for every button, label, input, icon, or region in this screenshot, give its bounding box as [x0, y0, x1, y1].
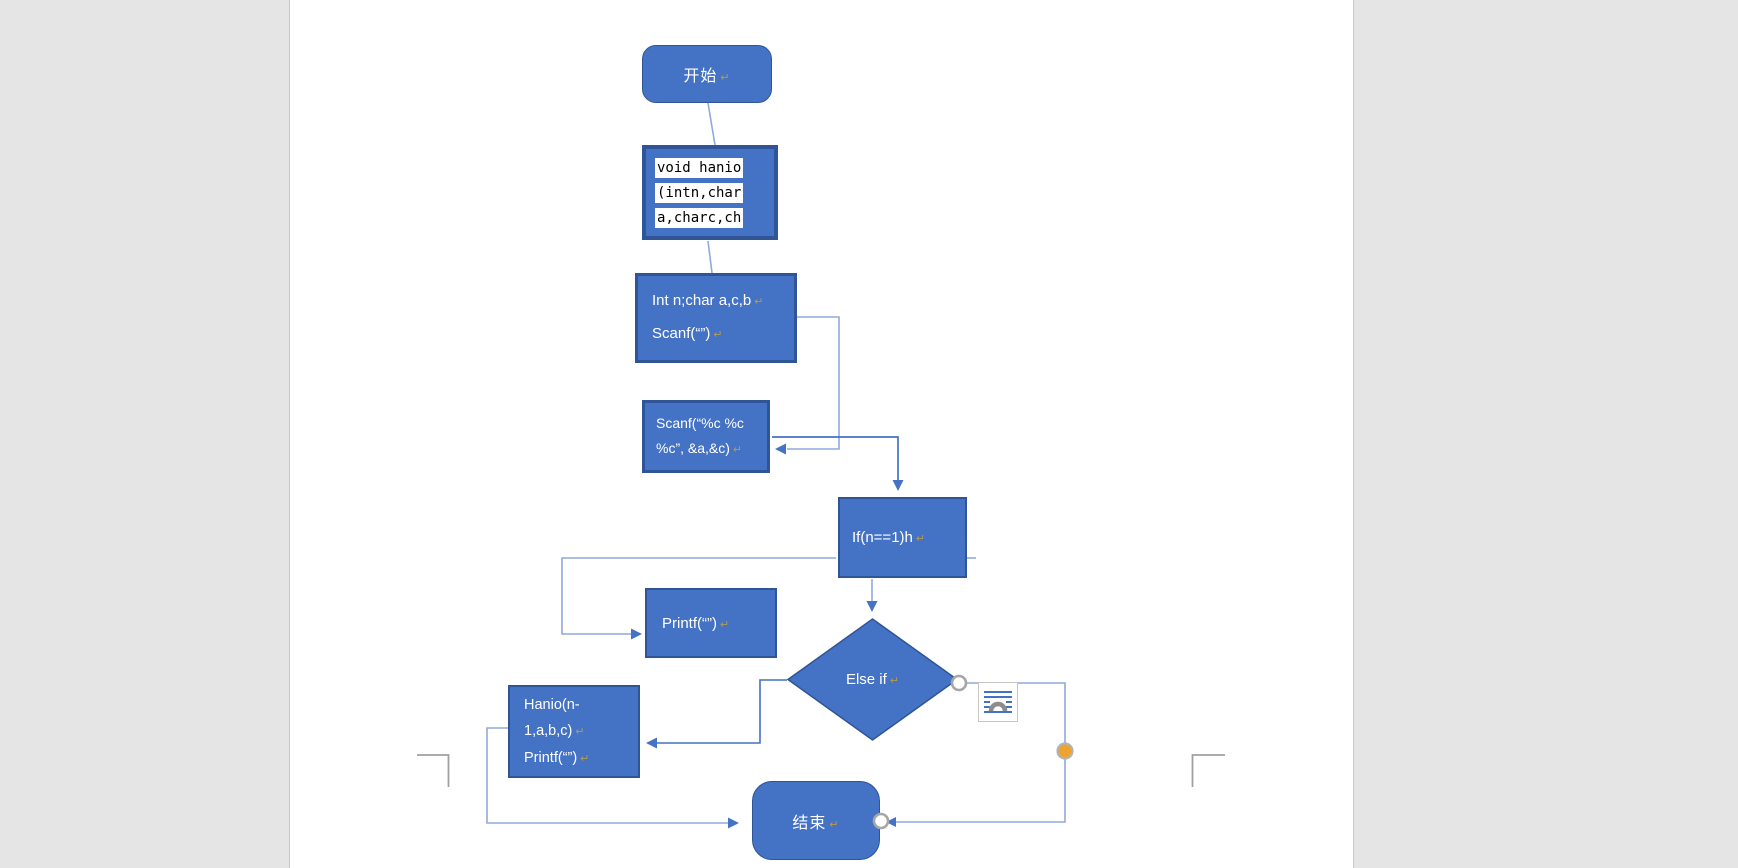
paragraph-mark: ↵ — [889, 675, 900, 687]
flowchart-node-printf[interactable]: Printf(“”)↵ — [645, 588, 777, 658]
node-text: 1,a,b,c) — [524, 722, 573, 739]
paragraph-mark: ↵ — [754, 296, 764, 308]
flowchart-node-start[interactable]: 开始↵ — [642, 45, 772, 103]
highlighted-code-line: (intn,char — [655, 182, 744, 203]
flowchart-node-scanf[interactable]: Scanf(“%c %c %c”, &a,&c)↵ — [642, 400, 770, 473]
paragraph-mark: ↵ — [720, 72, 731, 84]
flowchart-node-end[interactable]: 结束↵ — [752, 781, 880, 860]
paragraph-mark: ↵ — [575, 725, 585, 738]
paragraph-mark: ↵ — [580, 752, 590, 765]
highlighted-code-line: a,charc,ch — [655, 207, 744, 228]
flowchart-node-elseif-diamond[interactable]: Else if↵ — [787, 618, 958, 741]
node-text: %c”, &a,&c) — [656, 439, 730, 456]
node-label: If(n==1)h — [852, 529, 913, 546]
paragraph-mark: ↵ — [915, 533, 926, 545]
paragraph-mark: ↵ — [720, 618, 730, 631]
node-text: Hanio(n- — [524, 696, 580, 713]
flowchart-node-function-header[interactable]: void hanio (intn,char a,charc,ch — [642, 145, 778, 240]
node-label: 结束 — [792, 814, 827, 832]
flowchart-node-hanio[interactable]: Hanio(n- 1,a,b,c)↵ Printf(“”)↵ — [508, 685, 640, 778]
node-text: Scanf(“”) — [652, 325, 711, 342]
node-label: Else if — [845, 671, 887, 688]
layout-options-icon — [984, 691, 1012, 713]
flowchart-node-if[interactable]: If(n==1)h↵ — [838, 497, 967, 578]
flowchart-node-declare[interactable]: Int n;char a,c,b↵ Scanf(“”)↵ — [635, 273, 797, 363]
node-label: Printf(“”) — [662, 614, 717, 632]
highlighted-code-line: void hanio — [655, 157, 744, 178]
node-text: Int n;char a,c,b — [652, 292, 752, 309]
node-text: Scanf(“%c %c — [656, 414, 744, 431]
paragraph-mark: ↵ — [732, 443, 743, 456]
paragraph-mark: ↵ — [829, 818, 840, 831]
layout-options-button[interactable] — [978, 682, 1018, 722]
node-label: 开始 — [683, 68, 718, 85]
node-text: Printf(“”) — [524, 749, 578, 766]
paragraph-mark: ↵ — [713, 329, 723, 341]
